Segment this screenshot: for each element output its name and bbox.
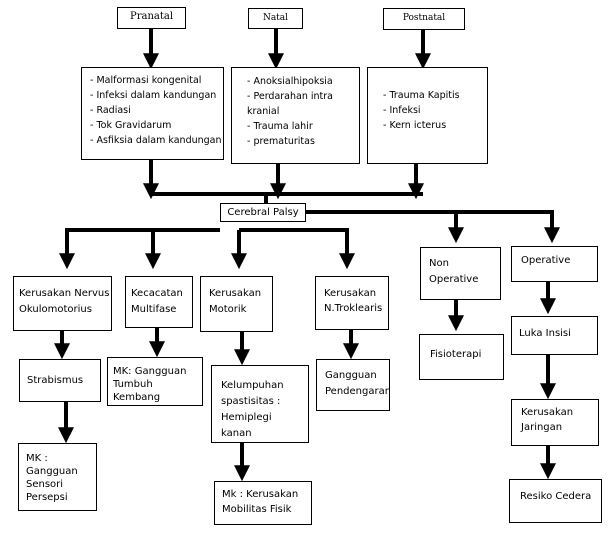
postnatal-item: Kern icterus (383, 118, 487, 133)
pranatal-item: Asfiksia dalam kandungan (90, 133, 223, 148)
mk-mobilitas-box: Mk : Kerusakan Mobilitas Fisik (214, 481, 312, 525)
mk-tumbuh-box: MK: Gangguan Tumbuh Kembang (107, 357, 203, 406)
postnatal-box: Postnatal (383, 8, 465, 30)
pendengaran-box: Gangguan Pendengaran (316, 359, 390, 411)
postnatal-list-box: Trauma Kapitis Infeksi Kern icterus (367, 67, 488, 164)
resiko-label: Resiko Cedera (520, 491, 592, 502)
pranatal-box: Pranatal (117, 7, 186, 29)
mk-mobilitas-label: Mk : Kerusakan Mobilitas Fisik (222, 489, 299, 515)
motorik-label: Kerusakan Motorik (209, 288, 262, 315)
natal-item: Anoksialhipoksia (247, 74, 359, 89)
nervus-label: Kerusakan Nervus Okulomotorius (19, 288, 110, 315)
fisioterapi-label: Fisioterapi (430, 349, 482, 360)
nervus-box: Kerusakan Nervus Okulomotorius (13, 276, 112, 331)
kelumpuhan-label: Kelumpuhan spastisitas : Hemiplegi kanan (221, 380, 284, 439)
mk-sensori-box: MK : Gangguan Sensori Persepsi (18, 443, 97, 511)
split-left (59, 228, 220, 270)
pranatal-label: Pranatal (129, 11, 174, 22)
mk-sensori-label: MK : Gangguan Sensori Persepsi (26, 453, 78, 503)
cerebral-palsy-box: Cerebral Palsy (220, 203, 306, 222)
troklearis-box: Kerusakan N.Troklearis (315, 276, 389, 330)
kecacatan-box: Kecacatan Multifase (125, 276, 193, 328)
natal-list-box: Anoksialhipoksia Perdarahan intra krania… (231, 67, 360, 164)
postnatal-item: Infeksi (383, 103, 487, 118)
postnatal-label: Postnatal (402, 13, 446, 23)
operative-box: Operative (511, 246, 598, 282)
non-operative-label: Non Operative (429, 258, 479, 285)
strabismus-label: Strabismus (27, 375, 84, 386)
strabismus-box: Strabismus (19, 359, 101, 402)
natal-label: Natal (262, 13, 289, 23)
pranatal-item: Malformasi kongenital (90, 73, 223, 88)
resiko-box: Resiko Cedera (509, 479, 602, 523)
non-operative-box: Non Operative (420, 247, 501, 300)
split-right (306, 210, 560, 244)
kelumpuhan-box: Kelumpuhan spastisitas : Hemiplegi kanan (211, 365, 309, 443)
natal-item: prematuritas (247, 134, 359, 149)
natal-item: Perdarahan intra kranial (247, 89, 343, 119)
natal-item: Trauma lahir (247, 119, 359, 134)
luka-box: Luka Insisi (511, 316, 598, 355)
fisioterapi-box: Fisioterapi (419, 334, 504, 380)
kecacatan-label: Kecacatan Multifase (131, 288, 183, 315)
jaringan-box: Kerusakan Jaringan (511, 399, 599, 446)
pranatal-item: Infeksi dalam kandungan (90, 88, 223, 103)
pranatal-list-box: Malformasi kongenital Infeksi dalam kand… (81, 67, 224, 160)
motorik-box: Kerusakan Motorik (200, 276, 273, 332)
pendengaran-label: Gangguan Pendengaran (325, 370, 390, 397)
cerebral-palsy-label: Cerebral Palsy (227, 207, 299, 218)
split-troklearis (239, 228, 355, 270)
jaringan-label: Kerusakan Jaringan (521, 407, 574, 433)
operative-label: Operative (521, 255, 571, 266)
natal-box: Natal (248, 8, 303, 29)
luka-label: Luka Insisi (519, 328, 571, 339)
pranatal-item: Radiasi (90, 103, 223, 118)
troklearis-label: Kerusakan N.Troklearis (324, 288, 383, 314)
pranatal-item: Tok Gravidarum (90, 118, 223, 133)
postnatal-item: Trauma Kapitis (383, 88, 487, 103)
mk-tumbuh-label: MK: Gangguan Tumbuh Kembang (113, 366, 187, 403)
